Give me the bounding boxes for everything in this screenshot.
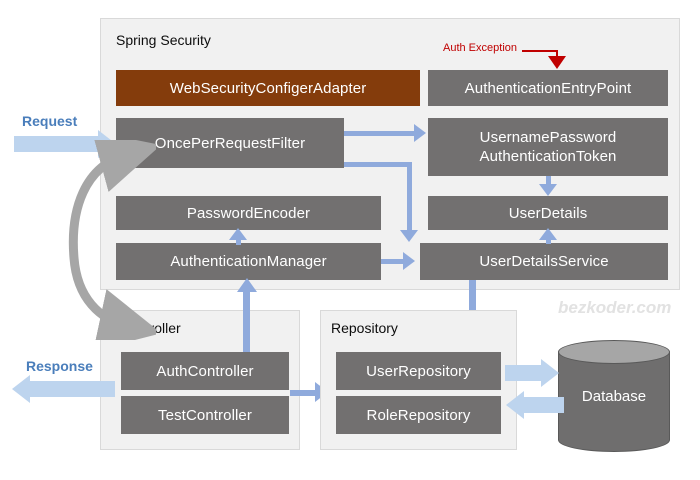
arrow-service-to-details-head (539, 228, 557, 240)
arrow-filter-to-service-vertical (407, 162, 412, 232)
arrow-repository-to-database-head (541, 359, 559, 387)
arrow-controller-to-repository-line (290, 390, 318, 396)
arrow-repository-to-database-line (505, 365, 543, 381)
watermark-bezkoder: bezkoder.com (558, 298, 672, 317)
request-arrow-line (14, 136, 100, 152)
box-role-repository[interactable]: RoleRepository (336, 396, 501, 434)
arrow-filter-to-token-line (344, 131, 416, 136)
box-token-line-2: AuthenticationToken (479, 148, 617, 165)
request-label: Request (22, 113, 78, 129)
box-authentication-manager[interactable]: AuthenticationManager (116, 243, 381, 280)
response-arrow-line (30, 381, 115, 397)
auth-exception-label: Auth Exception (443, 42, 517, 54)
arrow-manager-to-encoder-head (229, 228, 247, 240)
response-arrow-head (12, 375, 30, 403)
database-body (558, 352, 670, 440)
panel-repository-title: Repository (331, 320, 398, 336)
box-user-details-service[interactable]: UserDetailsService (420, 243, 668, 280)
arrow-filter-to-service-head (400, 230, 418, 242)
box-test-controller[interactable]: TestController (121, 396, 289, 434)
database-label: Database (581, 388, 647, 405)
filter-controller-curved-arrow (68, 140, 156, 340)
arrow-database-to-repository-line (524, 397, 564, 413)
database-top-ellipse (558, 340, 670, 364)
arrow-filter-to-service-horizontal (344, 162, 412, 167)
box-web-security-configer-adapter[interactable]: WebSecurityConfigerAdapter (116, 70, 420, 106)
arrow-token-to-details-line (546, 176, 551, 186)
box-user-repository[interactable]: UserRepository (336, 352, 501, 390)
box-auth-controller[interactable]: AuthController (121, 352, 289, 390)
arrow-token-to-details-head (539, 184, 557, 196)
box-password-encoder[interactable]: PasswordEncoder (116, 196, 381, 230)
arrow-manager-to-service-head (403, 252, 415, 270)
arrow-filter-to-token-head (414, 124, 426, 142)
arrow-manager-to-service-line (381, 259, 405, 264)
box-username-password-authentication-token[interactable]: UsernamePassword AuthenticationToken (428, 118, 668, 176)
auth-exception-line-horizontal (522, 50, 558, 52)
arrow-database-to-repository-head (506, 391, 524, 419)
arrow-service-to-details-line (546, 236, 551, 244)
database-cylinder[interactable]: Database (558, 340, 670, 452)
arrow-manager-to-encoder-line (236, 237, 241, 245)
response-label: Response (26, 358, 93, 374)
panel-spring-security-title: Spring Security (116, 32, 211, 48)
box-authentication-entry-point[interactable]: AuthenticationEntryPoint (428, 70, 668, 106)
auth-exception-arrowhead (548, 56, 566, 69)
arrow-controller-to-manager-line (243, 290, 250, 352)
auth-exception-line-vertical (556, 50, 558, 57)
arrow-controller-to-manager-head (237, 278, 257, 292)
box-token-line-1: UsernamePassword (479, 129, 617, 146)
box-user-details[interactable]: UserDetails (428, 196, 668, 230)
